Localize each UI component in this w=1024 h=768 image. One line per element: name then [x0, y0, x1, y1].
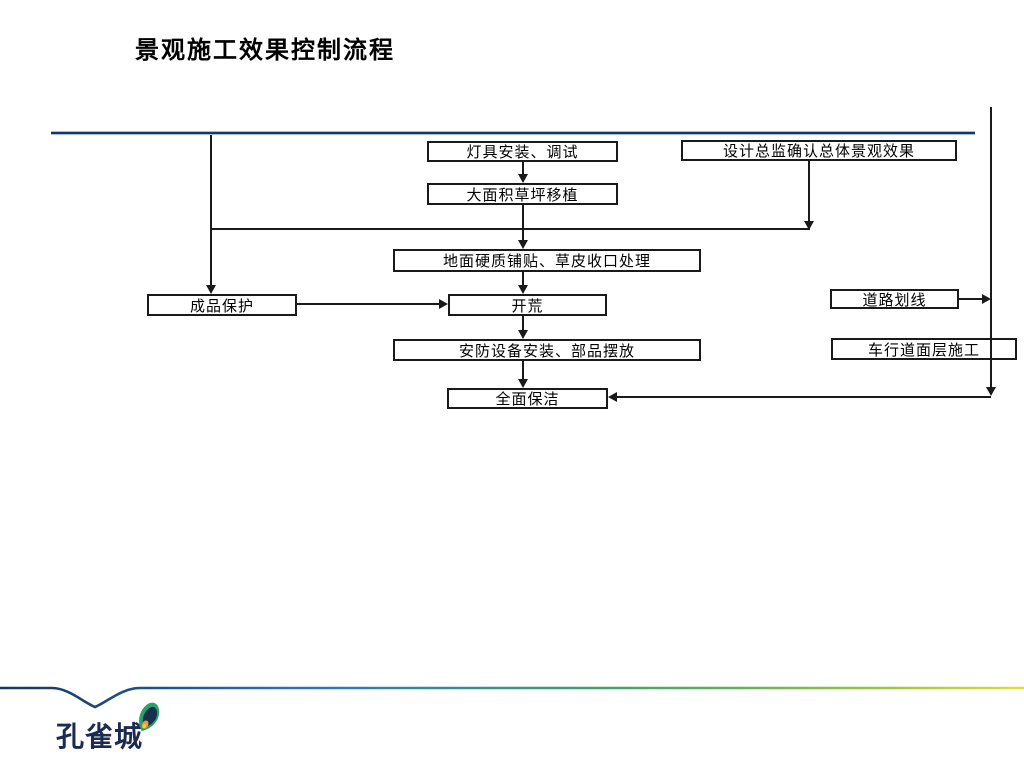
connector-paving-to-clearing: [522, 272, 524, 285]
arrowhead-into-full-cleaning-right: [608, 392, 617, 402]
footer-accent-curve: [0, 686, 1024, 709]
flow-node-label: 全面保洁: [495, 392, 560, 408]
arrowhead-into-lawn-transplant: [518, 174, 528, 183]
arrowhead-into-full-cleaning-top: [518, 379, 528, 388]
flow-node-security-install: 安防设备安装、部品摆放: [393, 339, 701, 361]
flow-node-lawn-transplant: 大面积草坪移植: [427, 183, 618, 205]
connector-roadmarking-to-rightbus: [959, 298, 982, 300]
page-title: 景观施工效果控制流程: [135, 38, 395, 64]
arrowhead-into-hard-paving: [518, 240, 528, 249]
arrowhead-roadmarking: [982, 294, 991, 304]
flow-node-finished-protection: 成品保护: [147, 294, 297, 316]
flow-node-label: 安防设备安装、部品摆放: [458, 343, 635, 360]
flow-node-label: 设计总监确认总体景观效果: [722, 144, 915, 160]
arrowhead-into-finished-protection: [206, 285, 216, 294]
flow-node-label: 地面硬质铺贴、草皮收口处理: [442, 254, 651, 270]
flow-node-hard-paving: 地面硬质铺贴、草皮收口处理: [393, 249, 701, 272]
flow-node-design-director-confirm: 设计总监确认总体景观效果: [681, 140, 957, 161]
flow-node-label: 灯具安装、调试: [466, 145, 579, 161]
arrowhead-into-initial-clearing-left: [439, 299, 448, 309]
connector-light-to-lawn: [522, 162, 524, 175]
connector-security-to-cleaning: [522, 361, 524, 379]
flow-node-label: 成品保护: [189, 298, 254, 315]
top-accent-rule: [51, 131, 975, 135]
flow-node-label: 开荒: [511, 298, 544, 315]
flow-node-road-marking: 道路划线: [830, 289, 959, 309]
arrowhead-into-security-install: [518, 330, 528, 339]
peacock-logo-icon: [139, 702, 160, 731]
connector-clearing-to-security: [522, 316, 524, 330]
flow-node-full-cleaning: 全面保洁: [447, 388, 608, 409]
flow-node-label: 道路划线: [862, 292, 927, 309]
flow-node-label: 大面积草坪移植: [466, 187, 579, 204]
connector-lawn-to-paving: [522, 205, 524, 240]
flow-node-initial-clearing: 开荒: [448, 294, 607, 316]
logo-text: 孔雀城: [56, 721, 144, 752]
flow-node-label: 车行道面层施工: [867, 342, 980, 359]
connector-design-confirm-vertical: [808, 161, 810, 221]
connector-rightbus-to-cleaning: [617, 396, 991, 398]
connector-mid-horizontal-bus: [211, 228, 810, 230]
connector-left-vertical: [210, 135, 212, 286]
arrowhead-right-bus-bottom: [986, 387, 996, 396]
connector-protection-to-clearing: [297, 303, 439, 305]
arrowhead-into-initial-clearing: [518, 285, 528, 294]
flow-node-light-install: 灯具安装、调试: [427, 141, 618, 162]
flow-node-road-surface: 车行道面层施工: [831, 338, 1017, 360]
connector-right-vertical-bus: [990, 107, 992, 387]
arrowhead-design-confirm: [804, 221, 814, 230]
